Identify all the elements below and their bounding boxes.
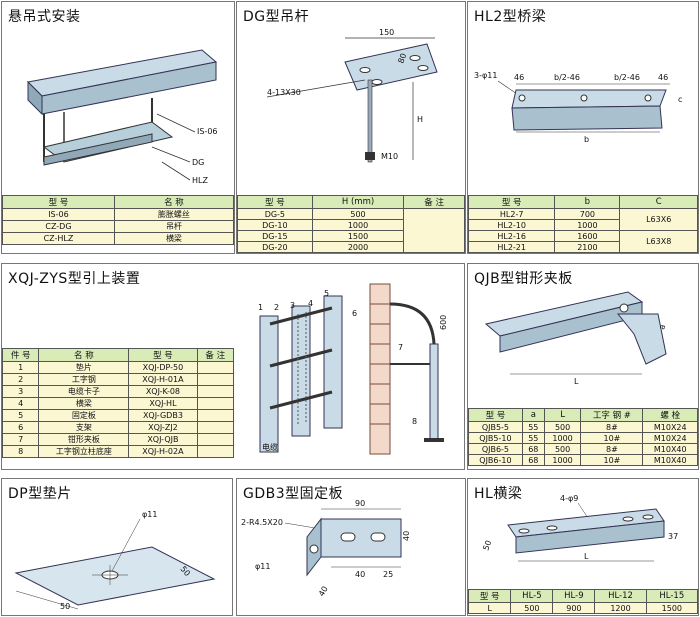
panel-title: XQJ-ZYS型引上装置 bbox=[8, 271, 141, 287]
svg-text:2-R4.5X20: 2-R4.5X20 bbox=[241, 518, 283, 527]
svg-text:46: 46 bbox=[514, 73, 524, 82]
qjb-drawing: a L bbox=[484, 291, 667, 386]
suspension-drawing: IS-06 DG HLZ bbox=[26, 49, 218, 185]
svg-text:8: 8 bbox=[412, 417, 417, 426]
dp-drawing: φ11 50 50 bbox=[14, 510, 216, 611]
label-hlz: HLZ bbox=[192, 176, 208, 185]
dg-drawing: 150 80 4-13X30 H M10 bbox=[266, 28, 438, 163]
svg-text:7: 7 bbox=[398, 343, 403, 352]
panel-title: GDB3型固定板 bbox=[243, 486, 344, 502]
svg-text:3: 3 bbox=[290, 301, 295, 310]
svg-text:a: a bbox=[657, 323, 667, 330]
panel-title: HL2型桥梁 bbox=[474, 9, 547, 25]
svg-text:M10: M10 bbox=[381, 152, 398, 161]
panel-title: 悬吊式安装 bbox=[8, 9, 81, 25]
xqj-drawing: 1 2 3 4 5 电缆 6 7 8 600 bbox=[258, 283, 448, 455]
svg-text:40: 40 bbox=[402, 531, 411, 541]
svg-text:φ11: φ11 bbox=[255, 562, 270, 571]
panel-gdb3: GDB3型固定板 90 2-R4.5X20 φ11 40 40 25 40 bbox=[236, 478, 466, 616]
gdb3-drawing: 90 2-R4.5X20 φ11 40 40 25 40 bbox=[241, 499, 411, 598]
svg-text:b: b bbox=[584, 135, 589, 144]
svg-text:电缆: 电缆 bbox=[262, 442, 278, 452]
svg-text:40: 40 bbox=[317, 585, 330, 598]
svg-text:3-φ11: 3-φ11 bbox=[474, 71, 497, 80]
svg-text:b/2-46: b/2-46 bbox=[554, 73, 580, 82]
svg-text:50: 50 bbox=[60, 602, 70, 611]
svg-text:25: 25 bbox=[383, 570, 393, 579]
hl2-drawing: 3-φ11 46 b/2-46 b/2-46 46 c b bbox=[474, 71, 682, 144]
panel-title: QJB型钳形夹板 bbox=[474, 271, 573, 287]
panel-dp: DP型垫片 φ11 50 50 bbox=[1, 478, 233, 616]
panel-hl2: HL2型桥梁 3-φ11 46 b/2-46 b/2-46 46 c b 型 号… bbox=[467, 1, 699, 254]
svg-text:4-φ9: 4-φ9 bbox=[560, 494, 578, 503]
svg-text:φ11: φ11 bbox=[142, 510, 157, 519]
svg-text:90: 90 bbox=[355, 499, 365, 508]
svg-text:37: 37 bbox=[668, 532, 678, 541]
panel-title: HL横梁 bbox=[474, 486, 523, 502]
svg-text:1: 1 bbox=[258, 303, 263, 312]
svg-text:2: 2 bbox=[274, 303, 279, 312]
svg-text:L: L bbox=[584, 552, 589, 561]
svg-text:4-13X30: 4-13X30 bbox=[267, 88, 301, 97]
svg-text:H: H bbox=[417, 115, 423, 124]
svg-text:40: 40 bbox=[355, 570, 365, 579]
svg-text:50: 50 bbox=[481, 539, 493, 552]
brick-wall bbox=[369, 283, 391, 455]
svg-text:5: 5 bbox=[324, 289, 329, 298]
svg-text:4: 4 bbox=[308, 299, 313, 308]
hl-drawing: 4-φ9 50 L 37 bbox=[481, 494, 678, 562]
panel-title: DP型垫片 bbox=[8, 486, 72, 502]
svg-text:c: c bbox=[678, 95, 682, 104]
panel-title: DG型吊杆 bbox=[243, 9, 310, 25]
svg-text:150: 150 bbox=[379, 28, 394, 37]
svg-text:b/2-46: b/2-46 bbox=[614, 73, 640, 82]
svg-text:6: 6 bbox=[352, 309, 357, 318]
label-is06: IS-06 bbox=[197, 127, 218, 136]
svg-text:80: 80 bbox=[396, 52, 408, 65]
label-dg: DG bbox=[192, 158, 204, 167]
svg-text:L: L bbox=[574, 377, 579, 386]
svg-text:600: 600 bbox=[439, 315, 448, 330]
svg-text:46: 46 bbox=[658, 73, 668, 82]
